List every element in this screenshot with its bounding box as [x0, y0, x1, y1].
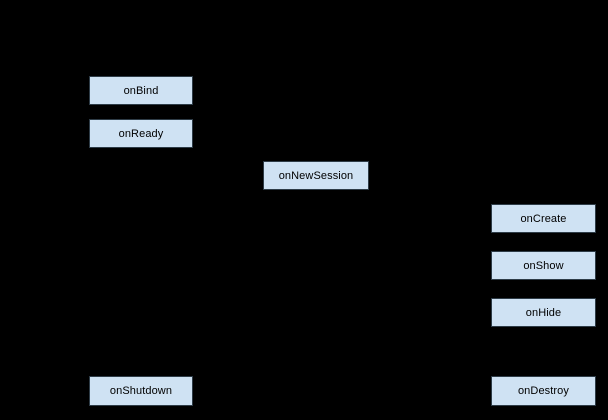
node-onnewsession: onNewSession: [263, 161, 369, 190]
node-onshutdown-label: onShutdown: [109, 385, 173, 397]
node-onbind: onBind: [89, 76, 193, 105]
node-onnewsession-label: onNewSession: [278, 169, 354, 182]
node-onshow: onShow: [491, 251, 596, 280]
node-onhide: onHide: [491, 298, 596, 327]
node-ondestroy: onDestroy: [491, 376, 596, 406]
node-onhide-label: onHide: [525, 306, 562, 319]
node-oncreate-label: onCreate: [520, 212, 567, 225]
node-onshutdown: onShutdown: [89, 376, 193, 406]
node-ondestroy-label: onDestroy: [517, 385, 570, 397]
node-oncreate: onCreate: [491, 204, 596, 233]
node-onbind-label: onBind: [123, 84, 159, 97]
node-onready-label: onReady: [118, 127, 164, 140]
node-onshow-label: onShow: [523, 259, 564, 272]
node-onready: onReady: [89, 119, 193, 148]
